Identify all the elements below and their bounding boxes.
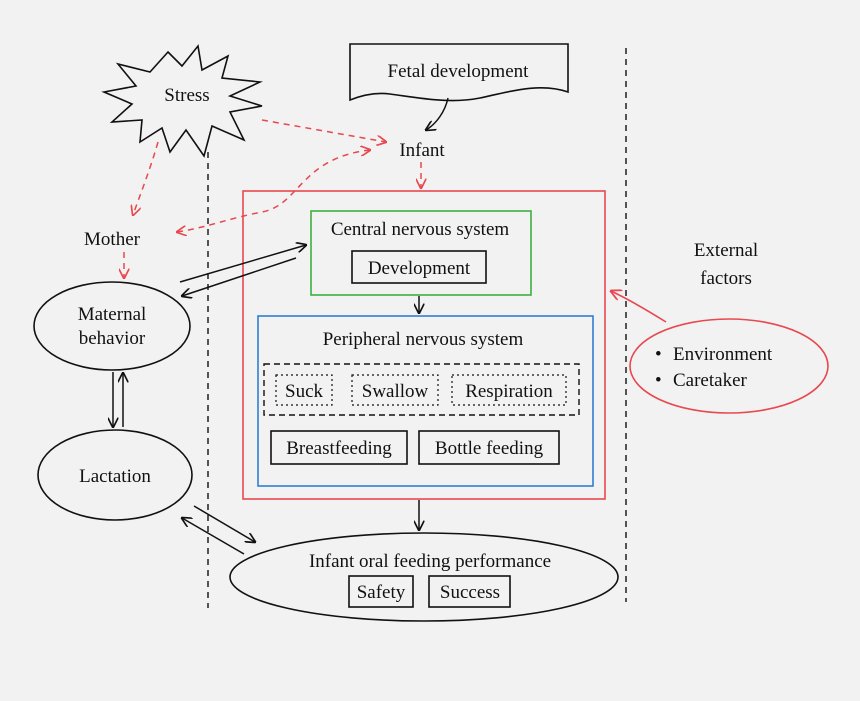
arrow-behavior-to-cns <box>179 245 306 283</box>
external-bullet-1: • <box>655 344 662 365</box>
fetal-development-node: Fetal development <box>349 43 569 102</box>
external-caretaker: Caretaker <box>673 370 748 391</box>
pns-breastfeeding: Breastfeeding <box>286 438 392 459</box>
arrow-infant-mother <box>177 150 370 232</box>
external-title-line2: factors <box>700 268 752 289</box>
arrow-fetal-to-infant <box>426 97 449 130</box>
fetal-development-label: Fetal development <box>388 61 530 82</box>
cns-title: Central nervous system <box>331 219 510 240</box>
performance-title: Infant oral feeding performance <box>309 551 551 572</box>
performance-success: Success <box>440 582 500 603</box>
maternal-behavior-node: Maternal behavior <box>33 281 191 371</box>
mother-label: Mother <box>84 229 141 250</box>
pns-box: Peripheral nervous system Suck Swallow R… <box>257 315 594 487</box>
maternal-behavior-line2: behavior <box>79 328 146 349</box>
arrow-lactation-to-performance <box>193 505 255 542</box>
arrow-performance-to-lactation <box>182 518 245 555</box>
infant-system-frame <box>242 190 606 500</box>
performance-node: Infant oral feeding performance Safety S… <box>229 532 619 622</box>
pns-bottle-feeding: Bottle feeding <box>435 438 544 459</box>
pns-title: Peripheral nervous system <box>323 329 524 350</box>
infant-label: Infant <box>399 140 445 161</box>
external-environment: Environment <box>673 344 773 365</box>
stress-label: Stress <box>164 85 209 106</box>
lactation-label: Lactation <box>79 466 151 487</box>
pns-suck: Suck <box>285 381 324 402</box>
pns-respiration: Respiration <box>465 381 553 402</box>
pns-swallow: Swallow <box>362 381 429 402</box>
arrow-stress-to-mother <box>133 141 159 215</box>
external-bullet-2: • <box>655 370 662 391</box>
external-title-line1: External <box>694 240 758 261</box>
cns-development: Development <box>368 258 471 279</box>
stress-node: Stress <box>101 44 263 158</box>
cns-box: Central nervous system Development <box>310 210 532 296</box>
arrow-external-to-frame <box>611 291 667 323</box>
external-factors-node: • Environment • Caretaker <box>629 318 829 414</box>
maternal-behavior-line1: Maternal <box>78 304 147 325</box>
arrow-cns-to-behavior <box>182 257 297 296</box>
performance-safety: Safety <box>357 582 406 603</box>
arrow-stress-to-infant <box>261 119 386 142</box>
lactation-node: Lactation <box>37 429 193 521</box>
